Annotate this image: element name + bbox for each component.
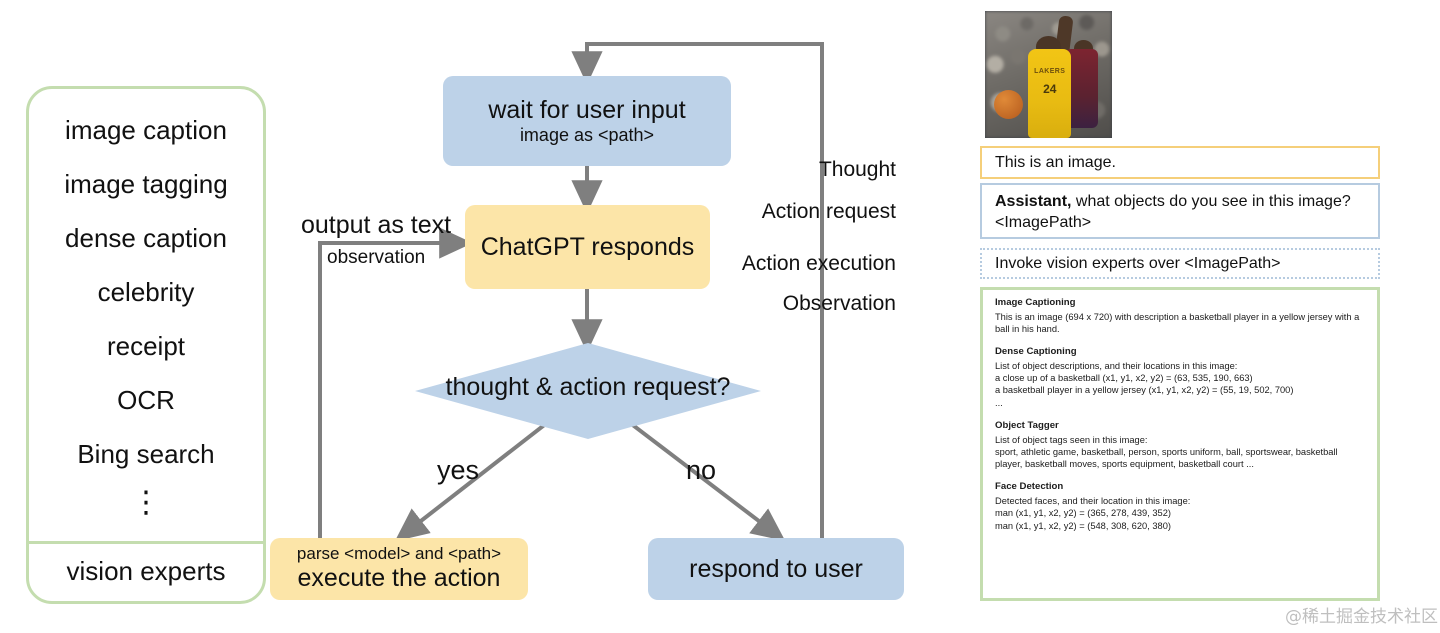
section-line: man (x1, y1, x2, y2) = (548, 308, 620, 3… [995,520,1171,531]
node-subtitle: parse <model> and <path> [296,544,502,564]
node-respond-to-user[interactable]: respond to user [648,538,904,600]
section-title: Face Detection [995,481,1064,493]
action-request-box: Assistant, what objects do you see in th… [980,183,1380,239]
watermark: @稀土掘金技术社区 [1285,607,1438,627]
observation-section: Image Captioning This is an image (694 x… [995,297,1367,335]
photo-jersey-number: 24 [1043,82,1057,97]
list-item[interactable]: image caption [65,115,227,145]
photo-team-text: LAKERS [1034,68,1066,76]
node-subtitle: image as <path> [519,124,655,145]
action-request-text: what objects do you see in this image? <… [995,193,1351,232]
edge-label-observation: observation [327,247,426,268]
vision-experts-title: vision experts [66,555,226,586]
photo-player-jersey [1028,49,1072,138]
observation-section: Dense Captioning List of object descript… [995,346,1367,409]
label-action-execution: Action execution [741,252,896,275]
list-item[interactable]: receipt [106,331,186,361]
observation-box: Image Captioning This is an image (694 x… [980,287,1380,601]
list-item[interactable]: dense caption [65,223,227,253]
photo-basketball [993,89,1024,119]
node-title: execute the action [297,564,501,593]
section-title: Dense Captioning [995,346,1077,358]
observation-section: Object Tagger List of object tags seen i… [995,420,1367,470]
basketball-photo-thumbnail: LAKERS 24 [985,11,1112,138]
label-action-request: Action request [761,200,896,223]
list-item[interactable]: OCR [117,385,175,415]
node-title: thought & action request? [445,372,731,401]
thought-box: This is an image. [980,146,1380,179]
section-line: This is an image (694 x 720) with descri… [995,311,1360,334]
node-execute-the-action[interactable]: parse <model> and <path> execute the act… [270,538,528,600]
section-line: a basketball player in a yellow jersey (… [995,385,1294,396]
section-title: Object Tagger [995,419,1059,431]
section-line: ... [995,397,1003,408]
action-execution-text: Invoke vision experts over <ImagePath> [995,254,1281,272]
section-line: List of object descriptions, and their l… [995,360,1238,371]
vision-experts-list: image caption image tagging dense captio… [29,89,263,544]
list-item[interactable]: image tagging [64,169,228,199]
thought-text: This is an image. [995,153,1116,171]
ellipsis-icon: ⋮ [131,486,161,519]
section-line: Detected faces, and their location in th… [995,496,1191,507]
edge-label-output-as-text: output as text [301,211,452,239]
label-observation: Observation [782,292,896,315]
action-execution-box: Invoke vision experts over <ImagePath> [980,248,1380,279]
node-title: wait for user input [488,95,686,124]
node-chatgpt-responds[interactable]: ChatGPT responds [465,205,710,289]
observation-section: Face Detection Detected faces, and their… [995,481,1367,531]
section-line: sport, athletic game, basketball, person… [995,446,1338,470]
node-title: ChatGPT responds [480,232,695,261]
section-line: a close up of a basketball (x1, y1, x2, … [995,373,1253,384]
label-thought: Thought [818,158,896,181]
list-item[interactable]: celebrity [97,277,195,307]
vision-experts-panel: image caption image tagging dense captio… [26,86,266,604]
section-title: Image Captioning [995,297,1076,308]
edge-label-no: no [686,455,717,485]
section-line: man (x1, y1, x2, y2) = (365, 278, 439, 3… [995,508,1171,519]
edge-label-yes: yes [437,455,480,485]
section-line: List of object tags seen in this image: [995,434,1148,445]
node-title: respond to user [689,554,863,583]
node-decision-thought-action-request[interactable]: thought & action request? [415,343,761,439]
node-wait-for-user-input[interactable]: wait for user input image as <path> [443,76,731,166]
action-request-prefix: Assistant, [995,193,1072,210]
list-item[interactable]: Bing search [77,439,215,469]
